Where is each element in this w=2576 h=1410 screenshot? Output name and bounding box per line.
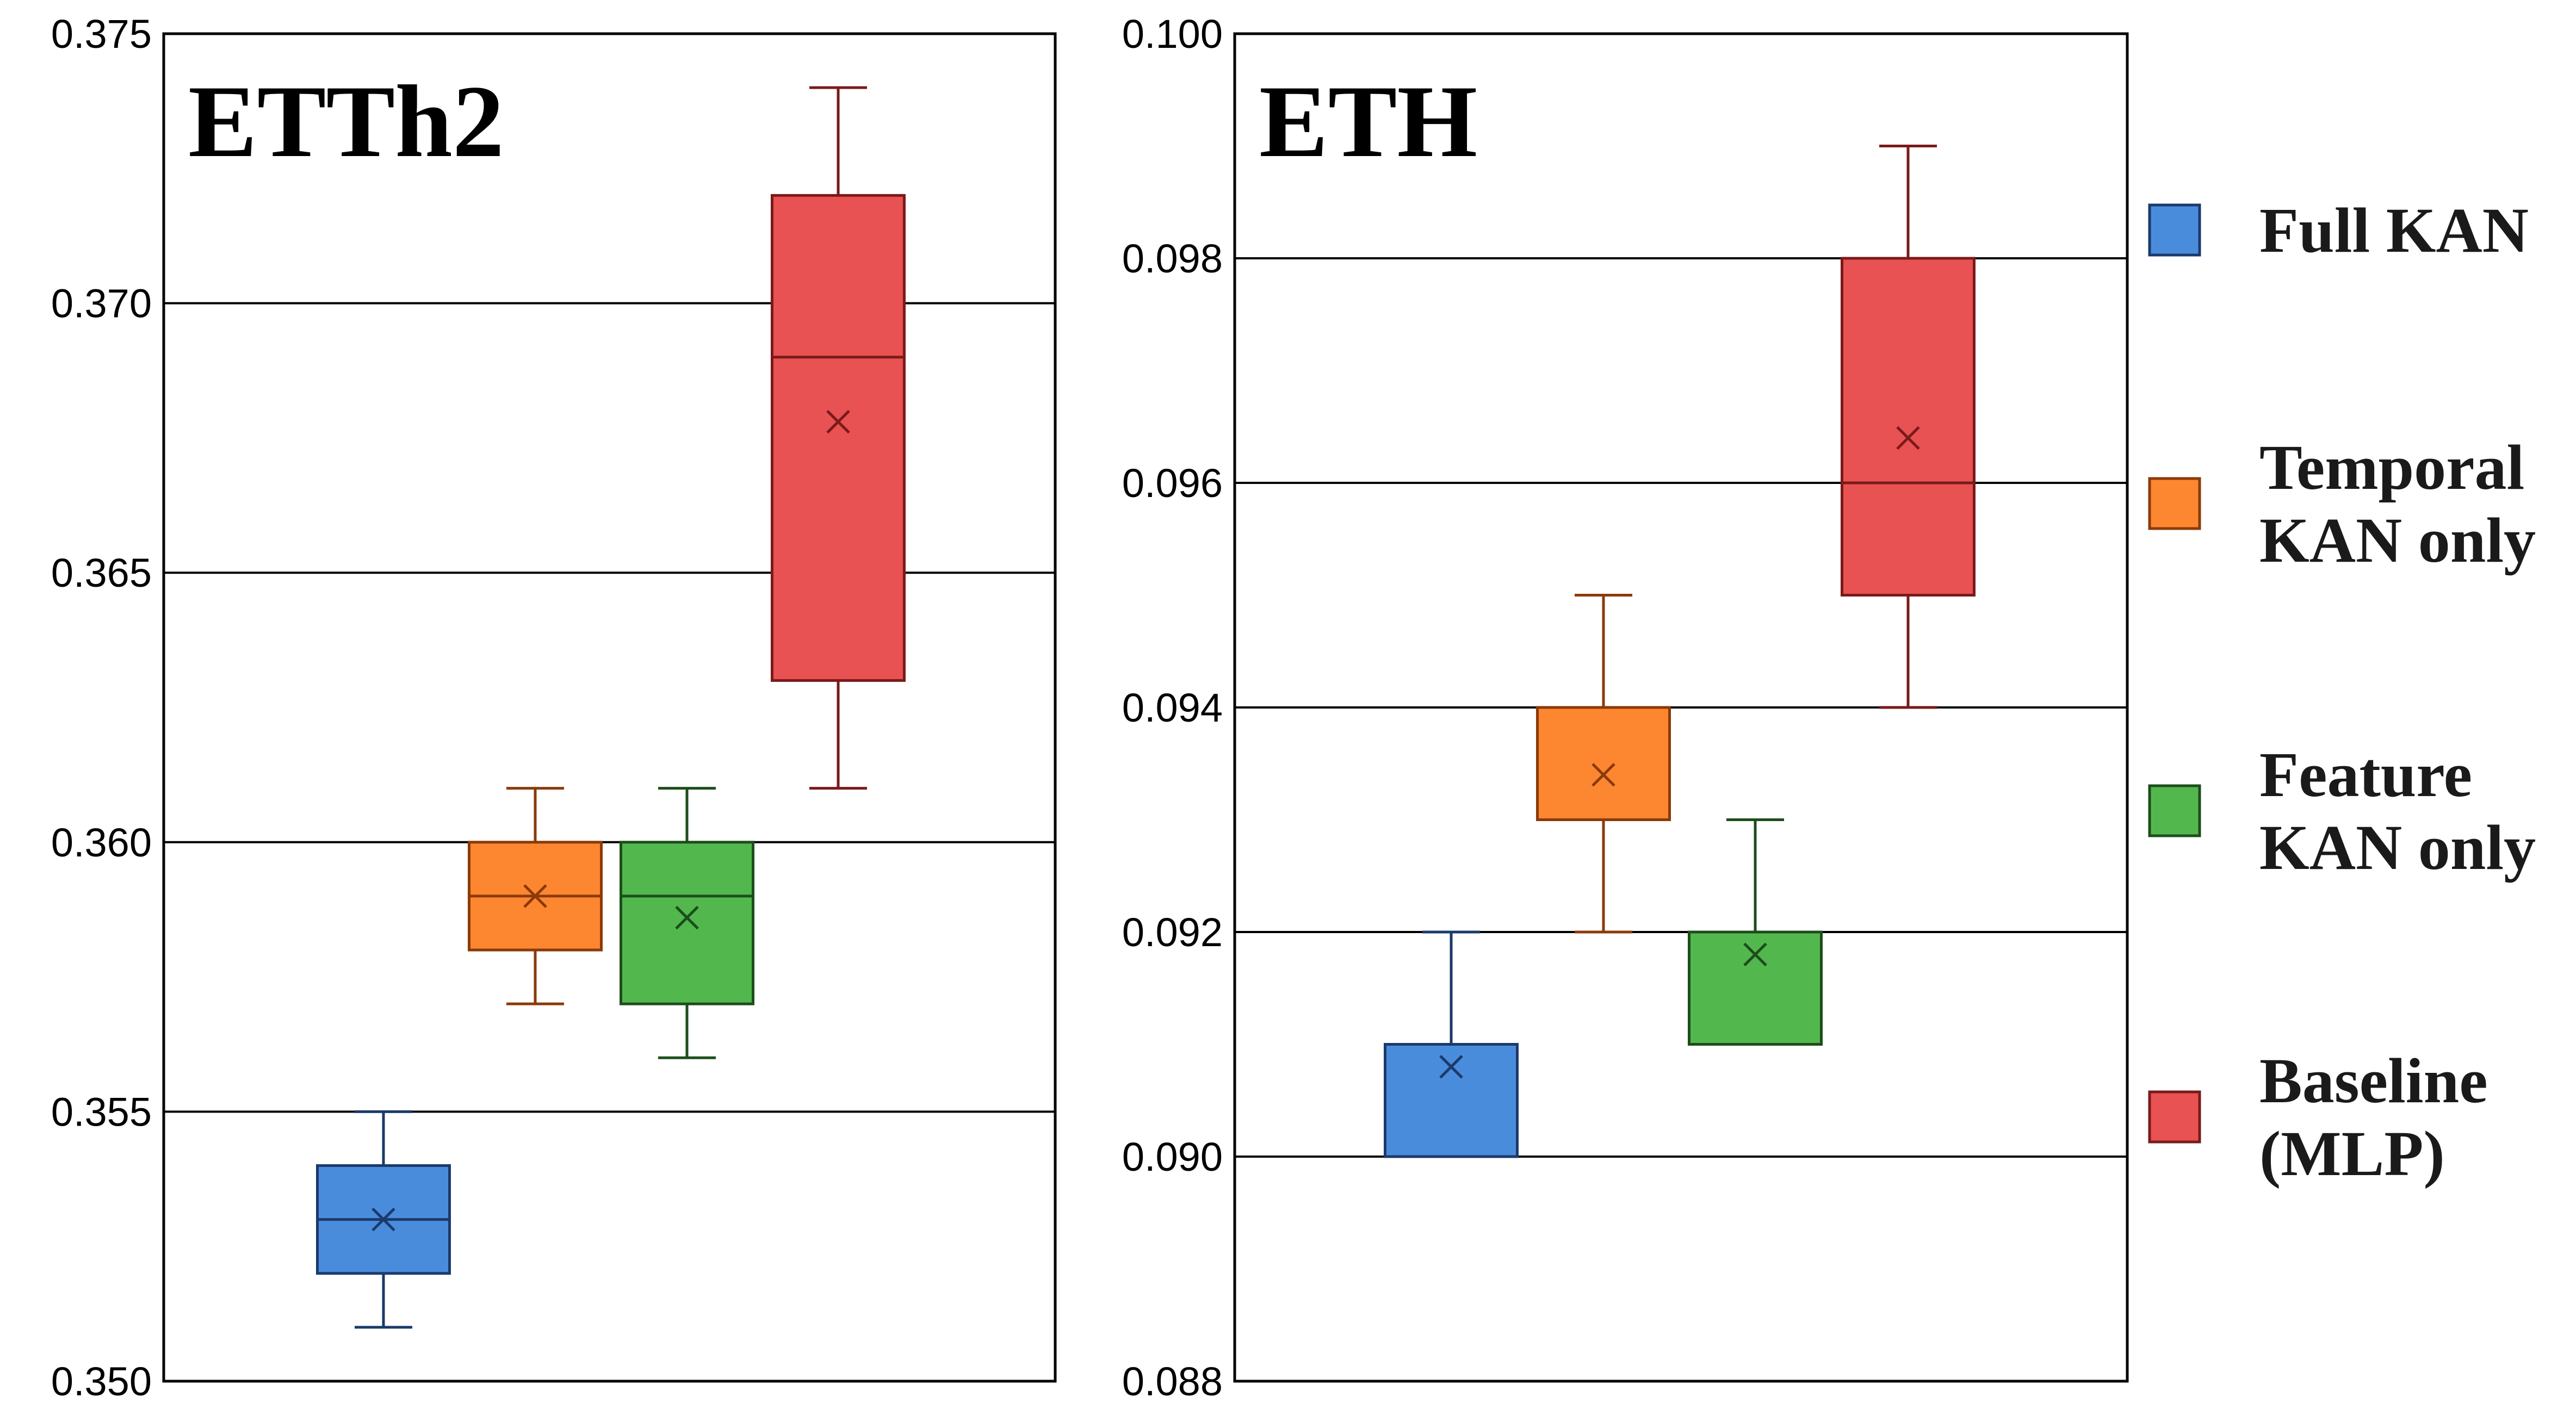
legend-swatch — [2148, 477, 2201, 530]
y-tick-label: 0.350 — [51, 1359, 152, 1404]
y-tick-label: 0.365 — [51, 550, 152, 595]
legend-item: Full KAN — [2148, 195, 2529, 266]
legend-swatch — [2148, 784, 2201, 837]
box-body — [620, 841, 754, 1005]
box-1 — [468, 787, 603, 1005]
plot-frame — [162, 32, 1057, 1383]
mean-marker — [675, 905, 699, 930]
legend-swatch — [2148, 203, 2201, 257]
y-tick-label: 0.094 — [1122, 685, 1223, 730]
legend-label: (MLP) — [2259, 1118, 2445, 1189]
legend-label: Feature — [2259, 739, 2472, 810]
box-body — [1688, 930, 1823, 1046]
mean-marker — [1896, 426, 1920, 450]
mean-marker — [1592, 763, 1615, 787]
y-tick-label: 0.090 — [1122, 1134, 1223, 1179]
box-2 — [620, 787, 754, 1059]
y-tick-label: 0.088 — [1122, 1359, 1223, 1404]
legend-label: Full KAN — [2259, 195, 2529, 266]
legend-item: Baseline(MLP) — [2148, 1045, 2488, 1189]
box-1 — [1536, 594, 1671, 934]
y-tick-label: 0.360 — [51, 820, 152, 865]
panel-title: ETH — [1259, 65, 1477, 179]
mean-marker — [523, 884, 547, 908]
mean-marker — [1439, 1055, 1463, 1079]
y-tick-label: 0.355 — [51, 1089, 152, 1134]
legend-label: KAN only — [2259, 505, 2536, 576]
y-tick-label: 0.370 — [51, 281, 152, 326]
legend-label: Temporal — [2259, 432, 2524, 503]
y-tick-label: 0.092 — [1122, 910, 1223, 955]
box-body — [1536, 706, 1671, 821]
y-tick-label: 0.375 — [51, 11, 152, 57]
box-0 — [316, 1110, 451, 1329]
mean-marker — [826, 409, 850, 434]
box-body — [1841, 257, 1976, 597]
eth-panel: 0.100 0.098 0.096 0.094 0.092 0.090 0.088 ETH — [1122, 11, 2129, 1404]
legend-label: Baseline — [2259, 1045, 2488, 1116]
etth2-panel: 0.375 0.370 0.365 0.360 0.355 0.350 ETTh2 — [51, 11, 1057, 1404]
box-body — [771, 194, 906, 682]
box-2 — [1688, 818, 1823, 1046]
mean-marker — [1743, 942, 1767, 967]
box-3 — [771, 86, 906, 790]
y-tick-label: 0.098 — [1122, 236, 1223, 281]
legend-label: KAN only — [2259, 812, 2536, 883]
box-0 — [1384, 930, 1519, 1158]
legend-swatch — [2148, 1090, 2201, 1144]
box-body — [1384, 1043, 1519, 1158]
y-tick-label: 0.096 — [1122, 461, 1223, 506]
box-3 — [1841, 145, 1976, 709]
y-tick-label: 0.100 — [1122, 11, 1223, 57]
panel-title: ETTh2 — [188, 65, 504, 179]
plot-frame — [1233, 32, 2129, 1383]
mean-marker — [371, 1207, 395, 1232]
